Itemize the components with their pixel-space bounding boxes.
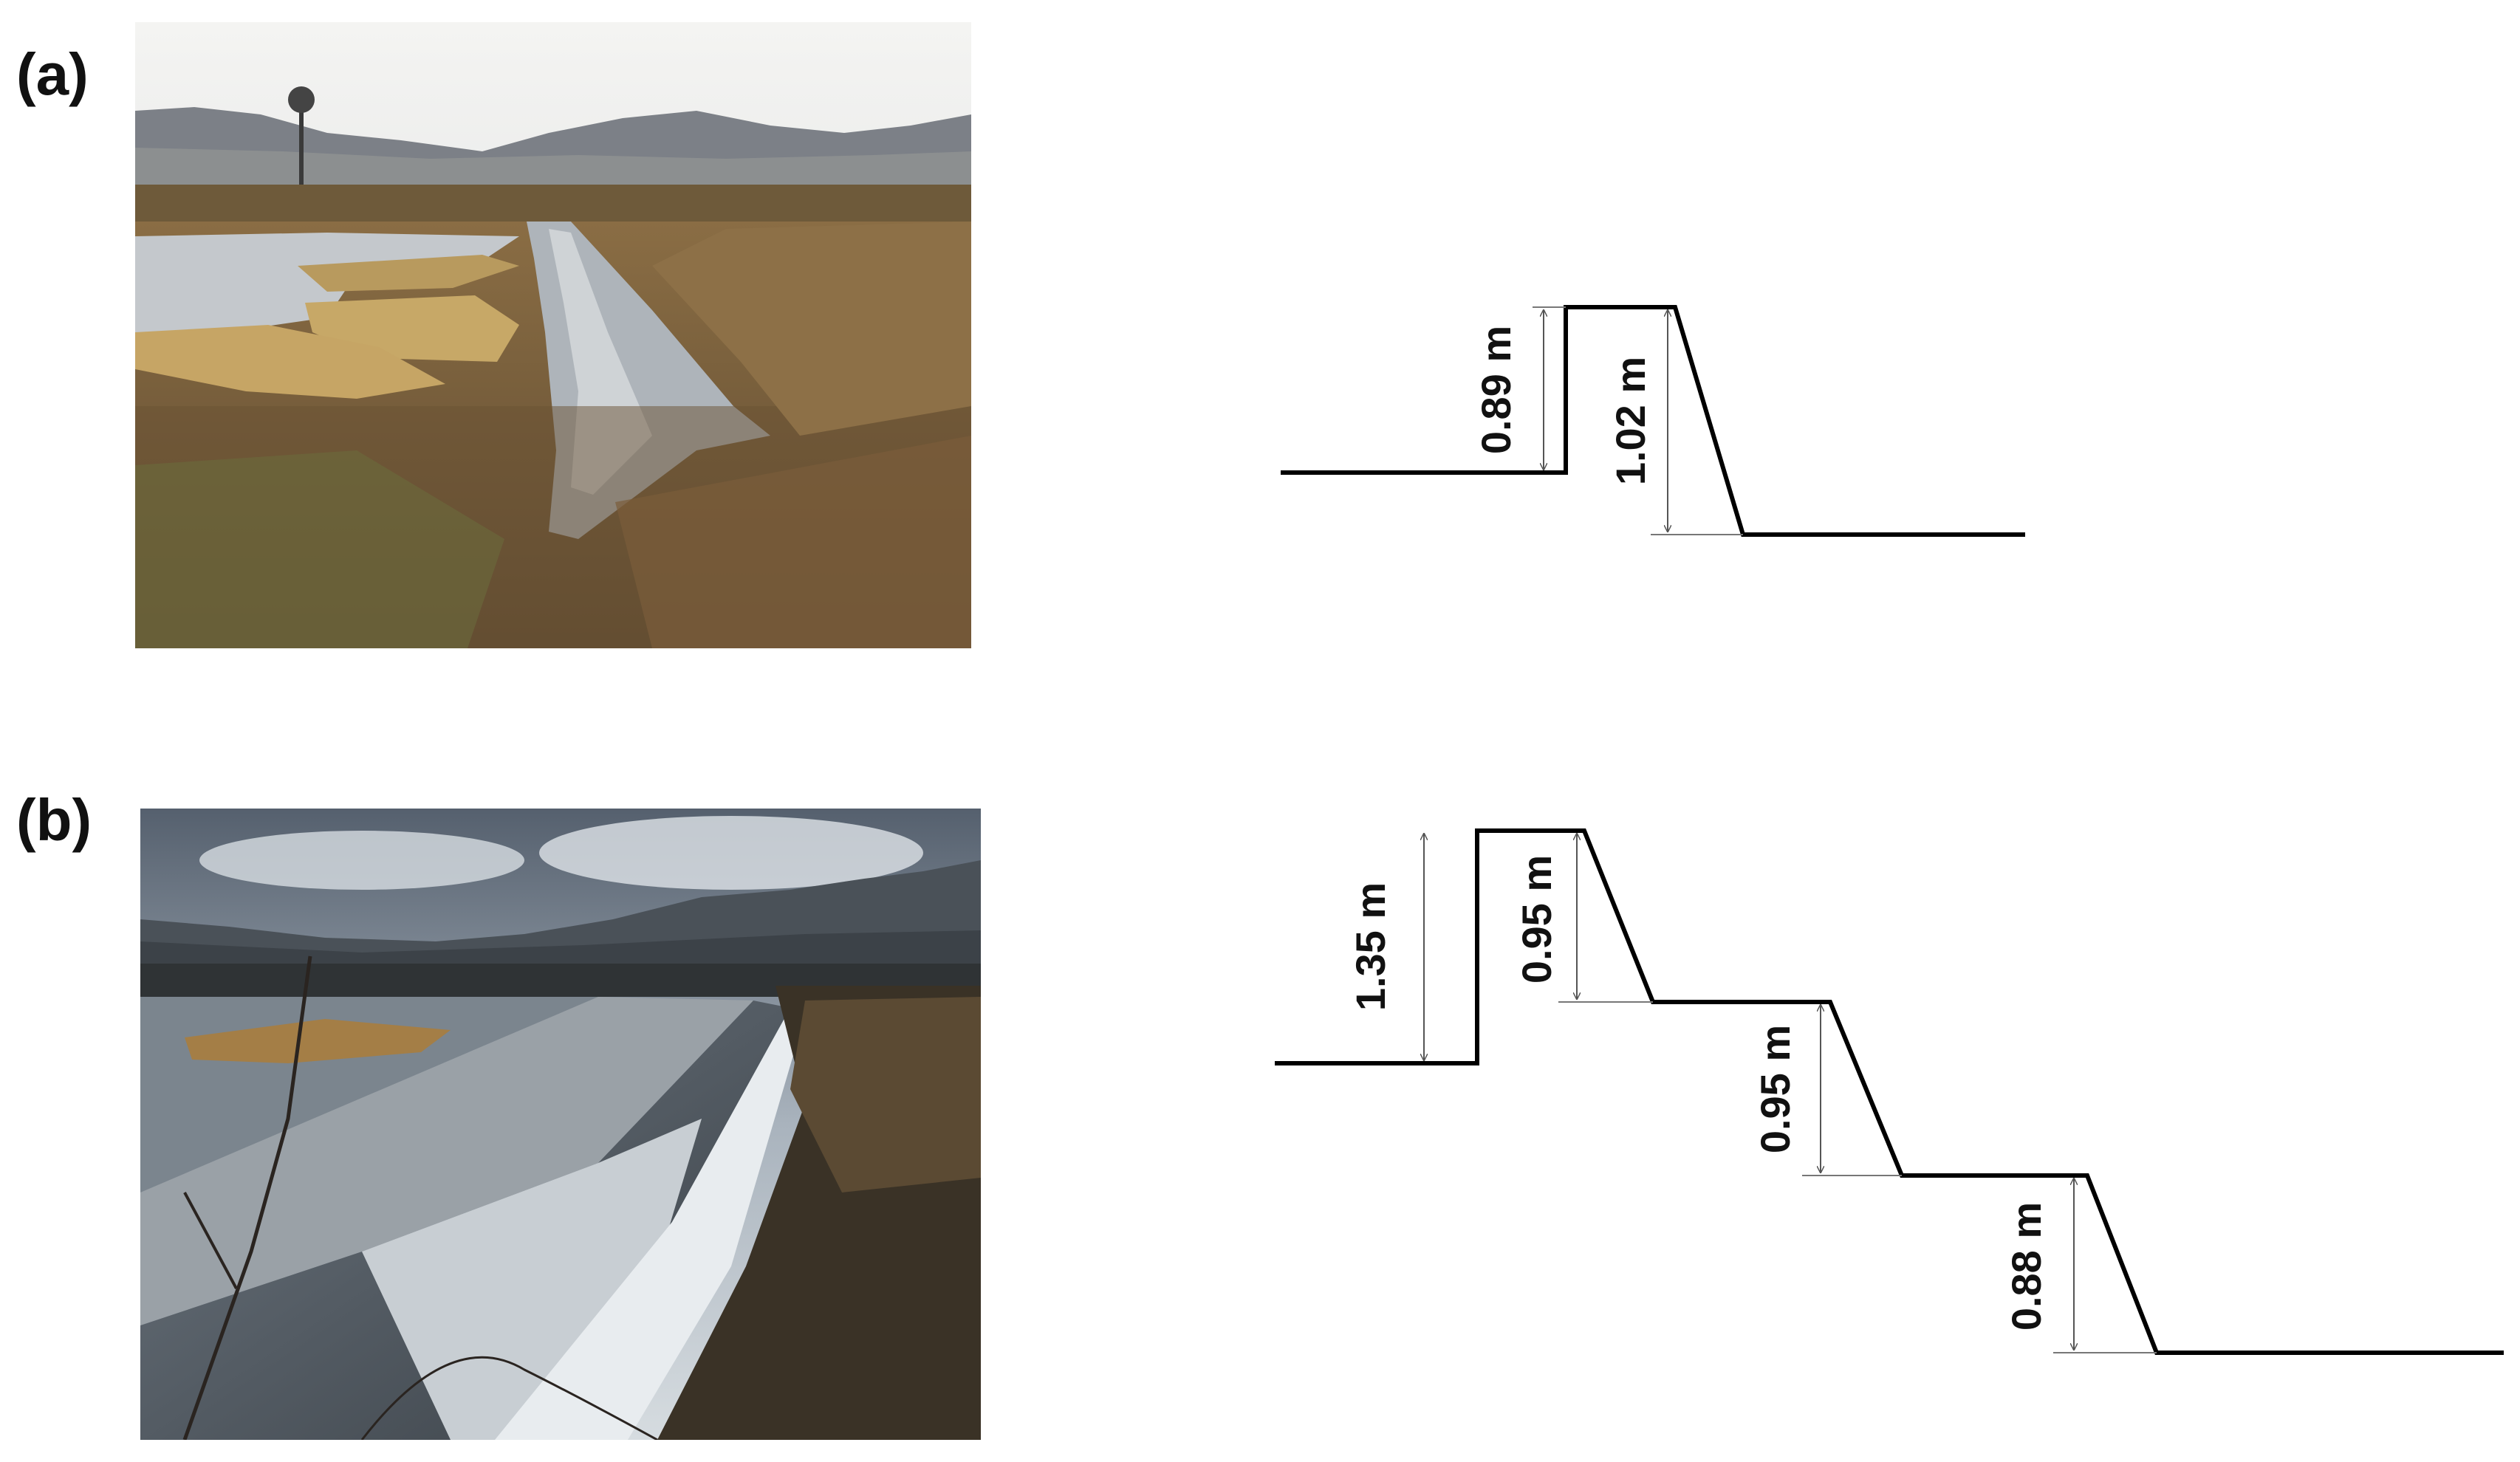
dim-b-4-label: 0.88 m: [2003, 1202, 2050, 1331]
photo-a-wetland-channel: [135, 22, 971, 648]
profile-a-line: [1281, 305, 2025, 537]
dim-a-2-label: 1.02 m: [1607, 357, 1654, 485]
profile-a: 0.89 m 1.02 m: [1281, 305, 2025, 537]
dim-b-1-label: 1.35 m: [1347, 882, 1394, 1011]
profile-b-line: [1275, 828, 2504, 1355]
dim-b-3-label: 0.95 m: [1752, 1025, 1798, 1153]
photo-b-stepped-weir: [140, 809, 981, 1440]
dim-b-2-label: 0.95 m: [1513, 855, 1560, 984]
profile-b: 1.35 m 0.95 m 0.95 m 0.88 m: [1275, 828, 2504, 1355]
panel-label-b: (b): [16, 787, 92, 853]
dim-a-1-label: 0.89 m: [1473, 326, 1519, 454]
panel-label-a: (a): [16, 41, 89, 107]
